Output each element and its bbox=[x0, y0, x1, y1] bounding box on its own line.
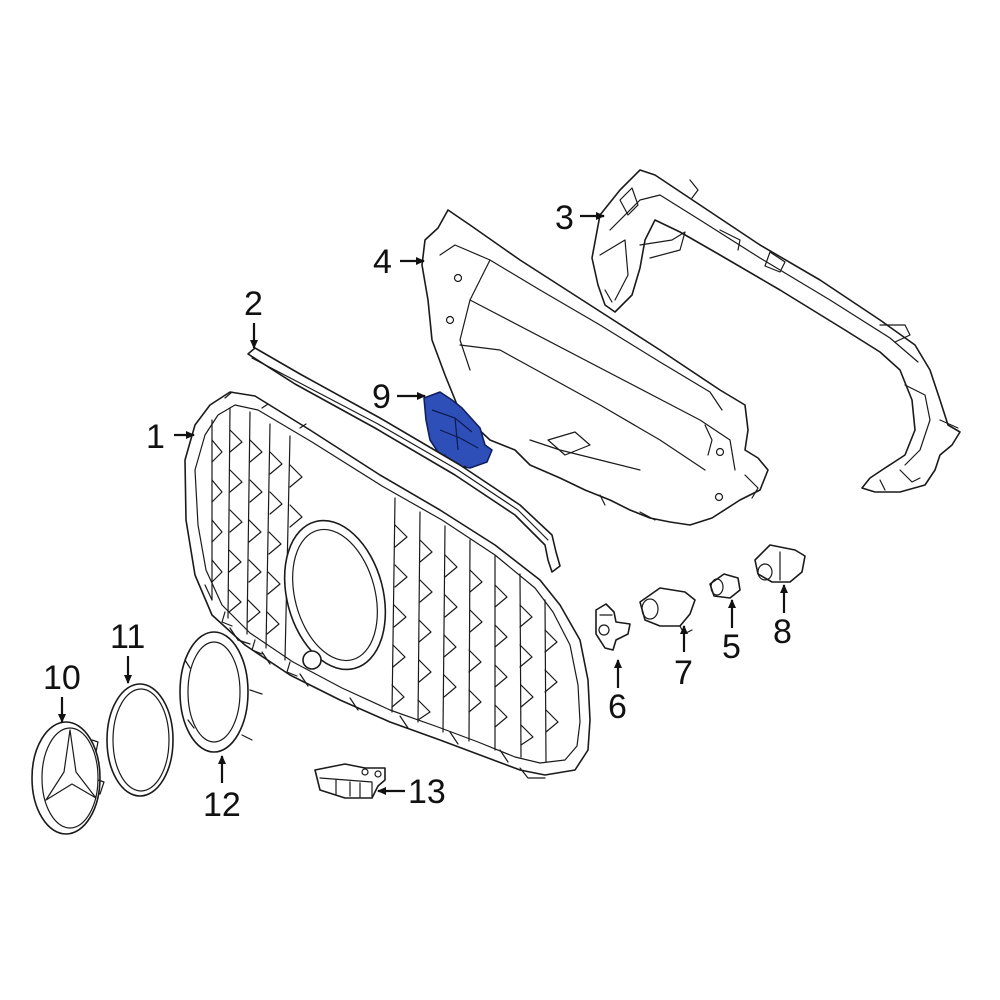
callout-9: 9 bbox=[372, 378, 391, 416]
callout-4: 4 bbox=[373, 243, 392, 281]
part-12-mount-ring bbox=[179, 631, 263, 753]
part-13-small-bracket bbox=[314, 763, 386, 799]
callout-3: 3 bbox=[555, 199, 574, 237]
part-3-support-frame bbox=[591, 169, 961, 493]
callout-13: 13 bbox=[408, 773, 446, 811]
callout-8: 8 bbox=[773, 613, 792, 651]
part-10-star-emblem bbox=[31, 721, 105, 835]
part-7-sensor bbox=[639, 587, 696, 635]
callout-7: 7 bbox=[674, 654, 693, 692]
callout-12: 12 bbox=[203, 786, 241, 824]
part-4-air-duct bbox=[421, 209, 769, 526]
part-6-sensor-bracket bbox=[595, 603, 631, 651]
part-11-ring bbox=[106, 683, 174, 797]
callout-2: 2 bbox=[244, 285, 263, 323]
leader-lines bbox=[58, 212, 788, 795]
callout-5: 5 bbox=[722, 628, 741, 666]
callout-10: 10 bbox=[43, 659, 81, 697]
part-1-main-grille bbox=[184, 391, 591, 779]
callout-11: 11 bbox=[110, 618, 145, 656]
callout-labels: 1 2 3 4 5 6 7 8 9 10 11 12 13 bbox=[43, 199, 792, 824]
part-2-trim-strip bbox=[247, 347, 561, 573]
part-5-sensor bbox=[709, 573, 741, 599]
part-8-connector-sensor bbox=[754, 544, 806, 583]
callout-6: 6 bbox=[608, 688, 627, 726]
callout-1: 1 bbox=[146, 418, 165, 456]
